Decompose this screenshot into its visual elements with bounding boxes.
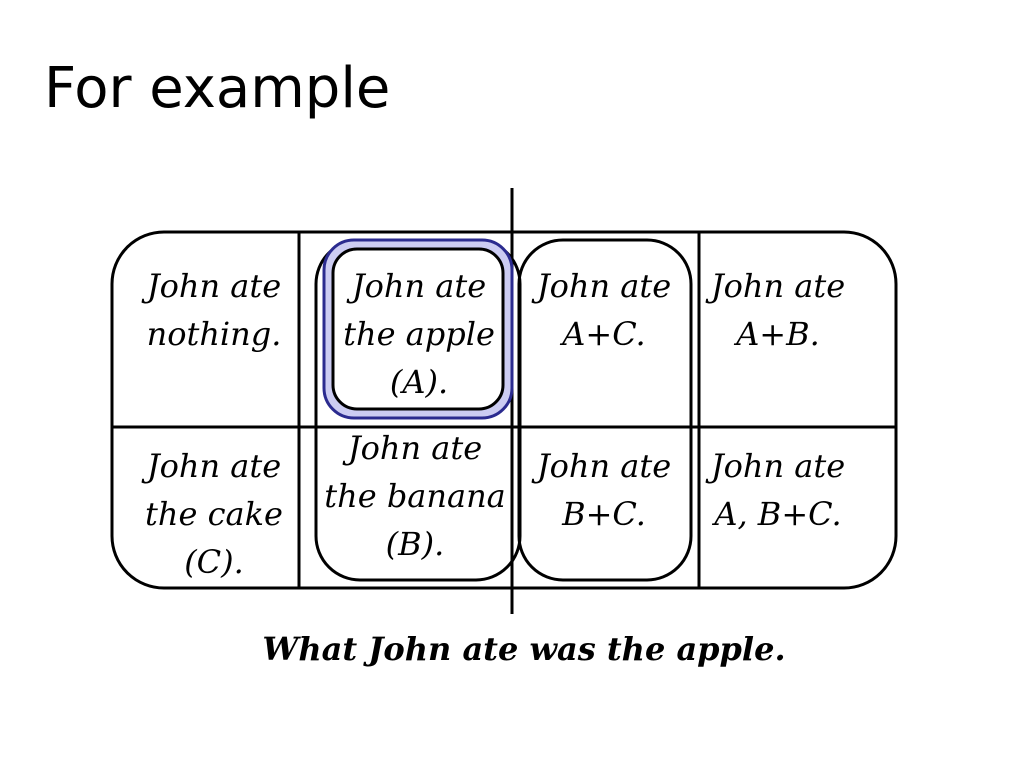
region-right (517, 238, 693, 582)
cell-apple: John ate the apple (A). (343, 267, 495, 401)
slide-title: For example (44, 56, 391, 121)
apple-highlight-inner (331, 247, 505, 411)
outer-frame (110, 230, 898, 590)
caption: What John ate was the apple. (262, 630, 786, 668)
cell-a-plus-b: John ate A+B. (710, 267, 846, 353)
cell-a-plus-c: John ate A+C. (536, 267, 672, 353)
cell-b-plus-c: John ate B+C. (536, 447, 672, 533)
cell-banana: John ate the banana (B). (324, 429, 506, 563)
cell-cake: John ate the cake (C). (145, 447, 283, 581)
cell-nothing: John ate nothing. (146, 267, 282, 353)
cell-a-b-plus-c: John ate A, B+C. (710, 447, 846, 533)
